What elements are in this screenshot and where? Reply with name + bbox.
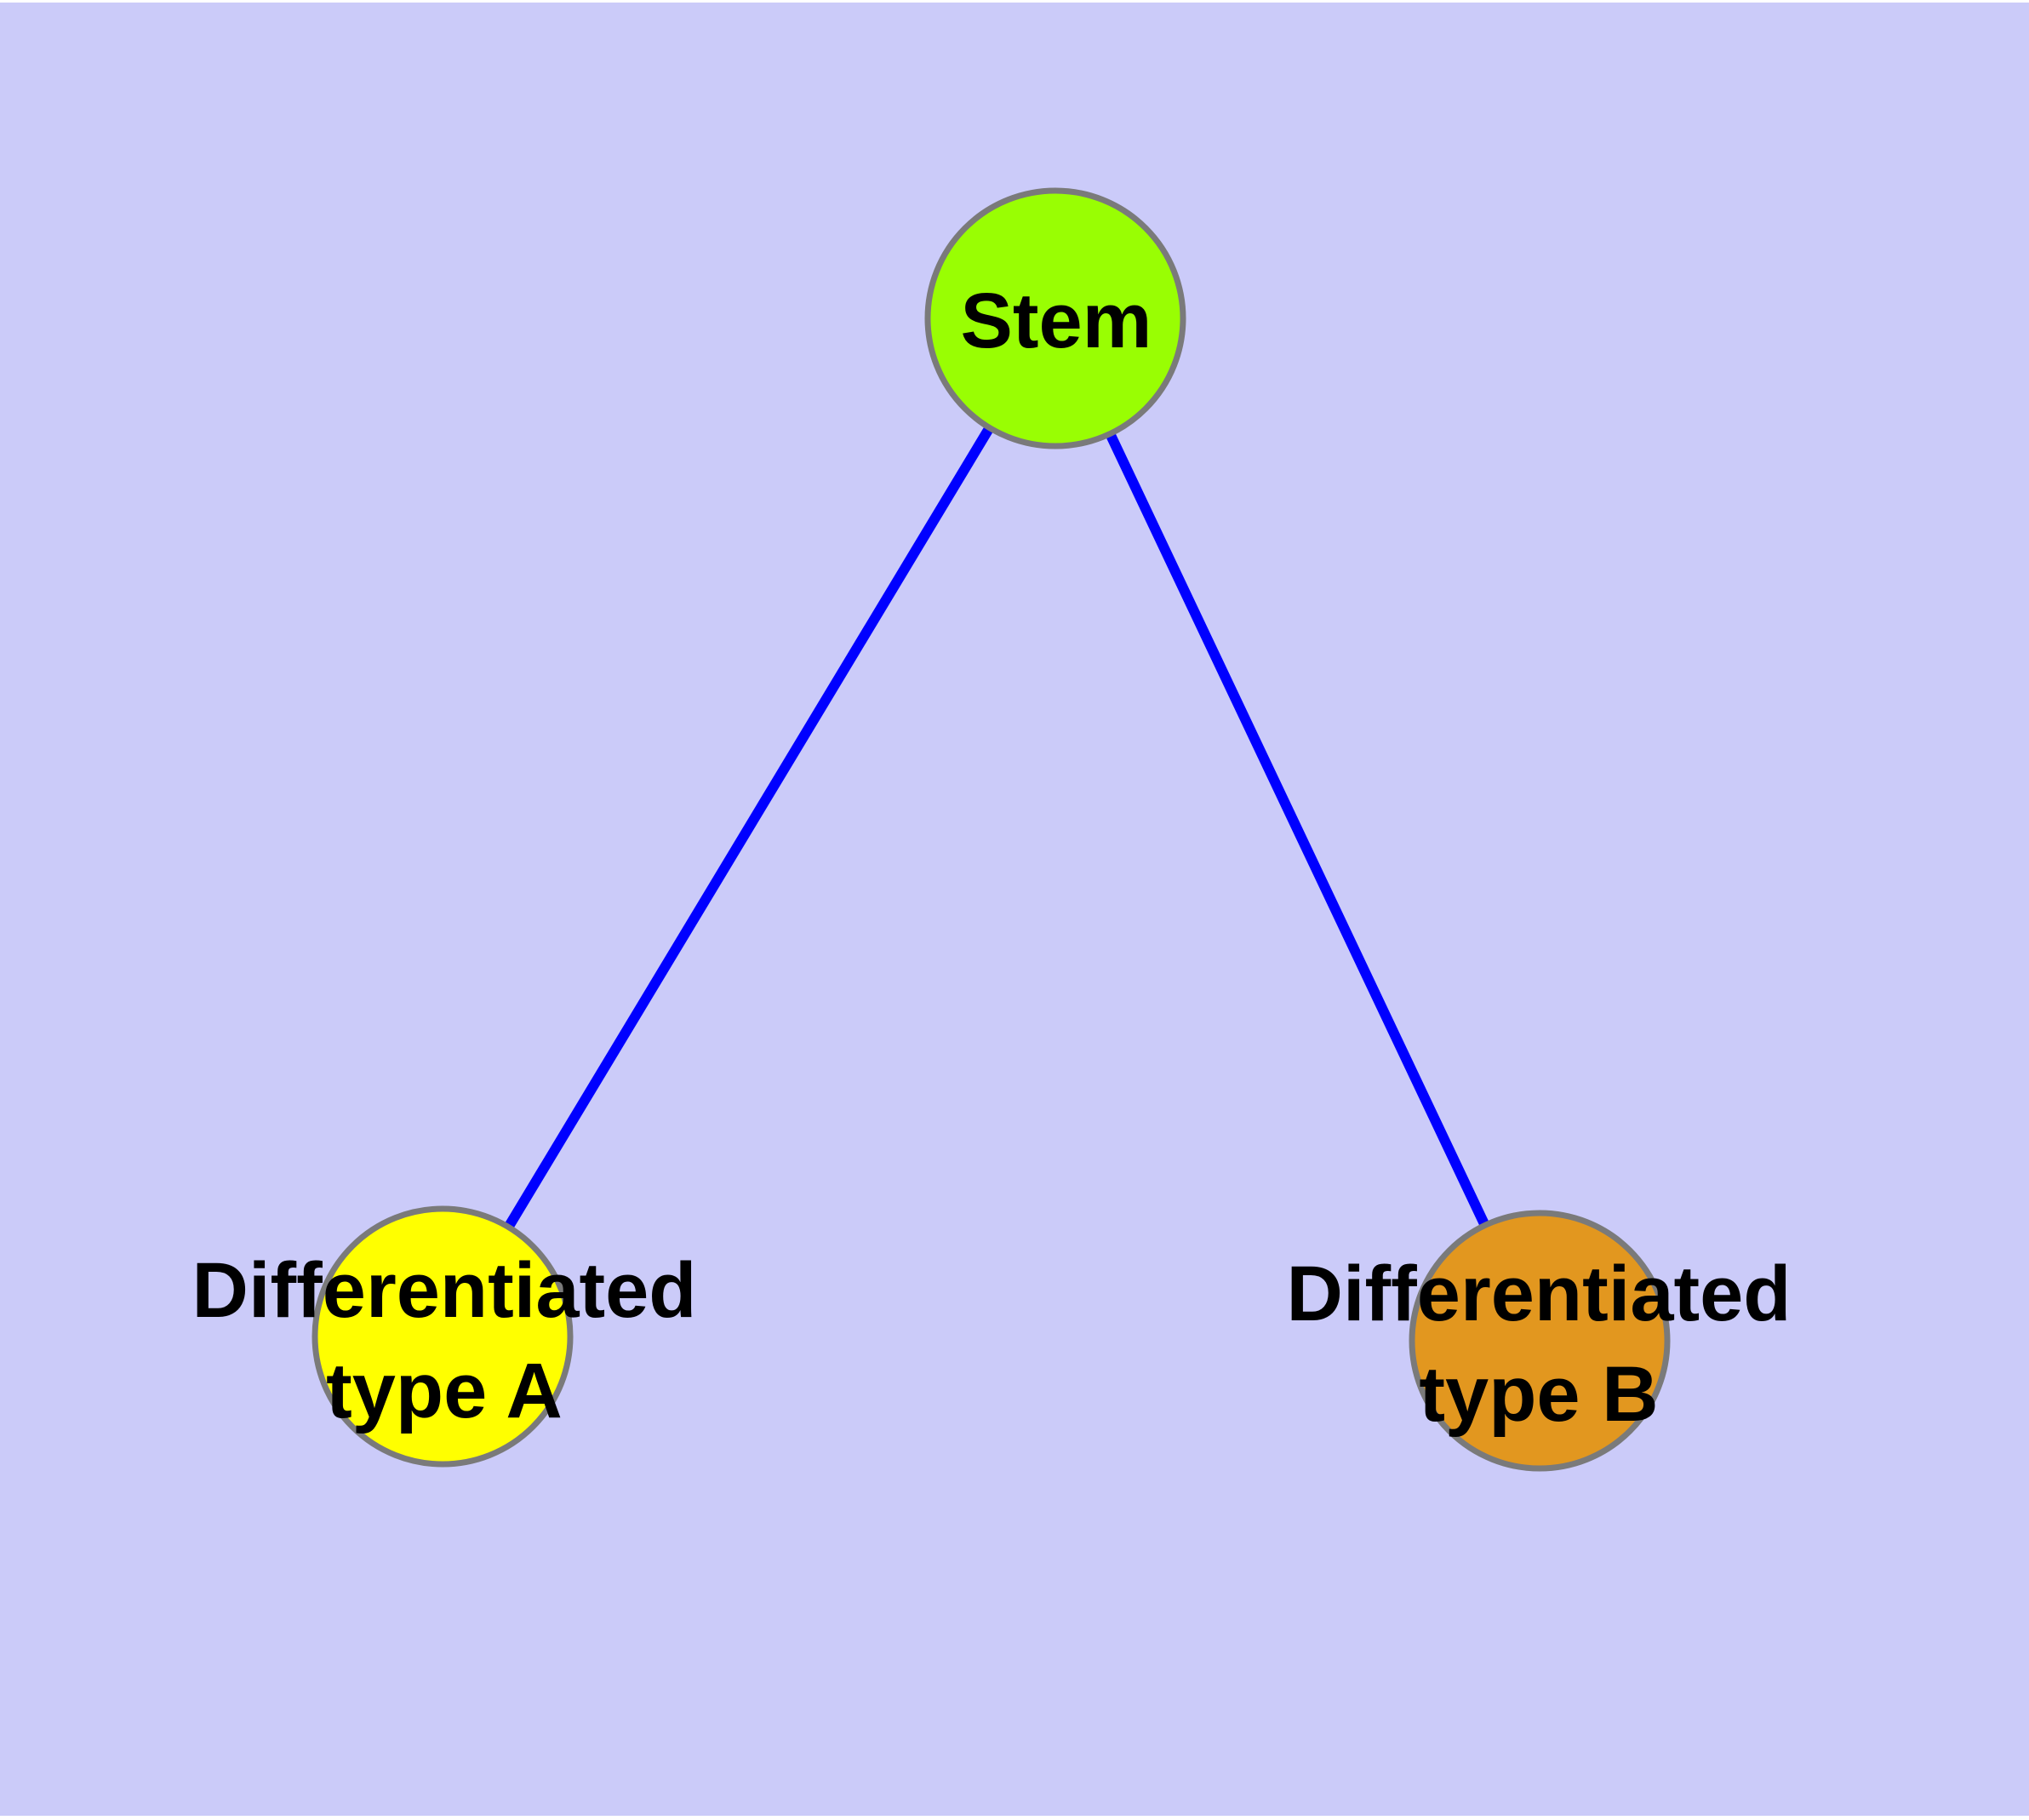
stem-node-circle — [924, 187, 1186, 449]
type-b-label-line1: Differentiated — [1286, 1251, 1792, 1337]
type-b-label-line2: type B — [1419, 1351, 1659, 1438]
edge-stem-to-type-b — [1050, 316, 1545, 1343]
type-a-node-circle — [311, 1205, 574, 1468]
type-a-node-label: Differentiated type A — [192, 1240, 697, 1441]
diagram-background: Stem Differentiated type A Differentiate… — [0, 3, 2029, 1816]
graph-svg — [311, 187, 1671, 1472]
type-a-label-line2: type A — [326, 1348, 563, 1434]
stem-node-label: Stem — [960, 278, 1152, 364]
type-a-label-line1: Differentiated — [191, 1247, 697, 1334]
type-b-node-circle — [1409, 1210, 1671, 1472]
edge-stem-to-type-a — [437, 315, 1060, 1340]
type-b-node-label: Differentiated type B — [1287, 1244, 1792, 1445]
